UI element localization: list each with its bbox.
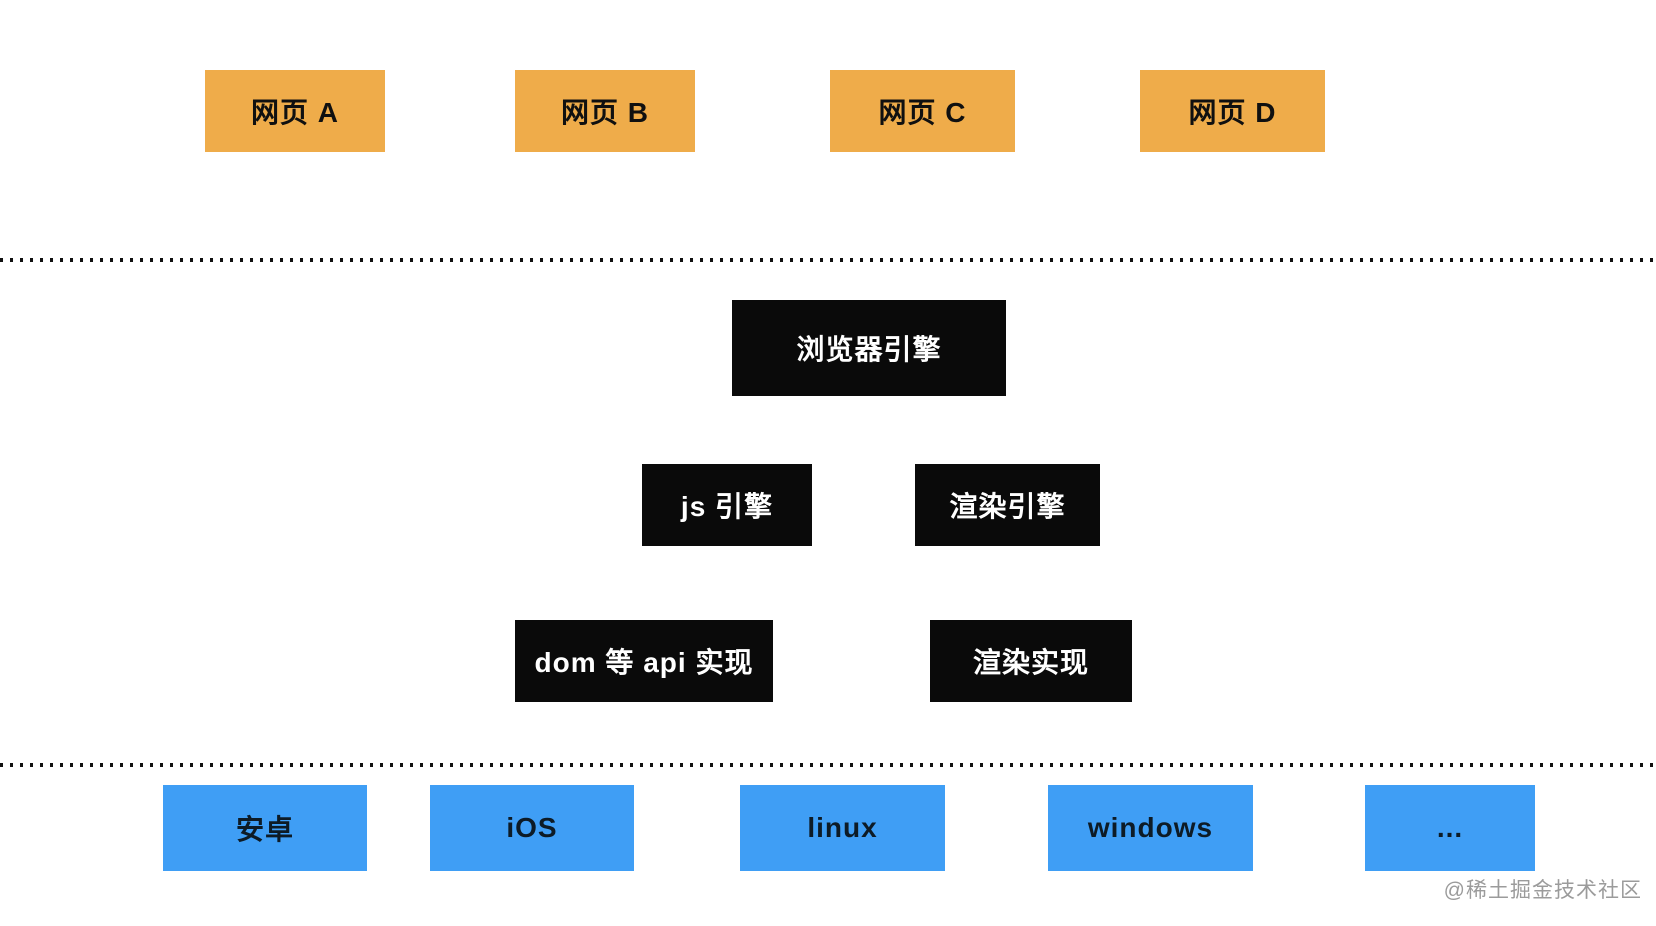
bottom-dotted-divider: [0, 763, 1656, 767]
juejin-watermark: @稀土掘金技术社区: [1443, 879, 1642, 902]
dom-api-implementation-box: dom 等 api 实现: [515, 620, 773, 702]
os-box-linux: linux: [740, 785, 945, 871]
os-box-android: 安卓: [163, 785, 367, 871]
js-engine-box: js 引擎: [642, 464, 812, 546]
webpage-d-box: 网页 D: [1140, 70, 1325, 152]
os-box-windows: windows: [1048, 785, 1253, 871]
render-engine-box: 渲染引擎: [915, 464, 1100, 546]
webpage-a-box: 网页 A: [205, 70, 385, 152]
os-box-ellipsis: ...: [1365, 785, 1535, 871]
webpage-c-box: 网页 C: [830, 70, 1015, 152]
top-dotted-divider: [0, 258, 1656, 262]
render-implementation-box: 渲染实现: [930, 620, 1132, 702]
browser-engine-box: 浏览器引擎: [732, 300, 1006, 396]
webpage-b-box: 网页 B: [515, 70, 695, 152]
os-box-ios: iOS: [430, 785, 634, 871]
